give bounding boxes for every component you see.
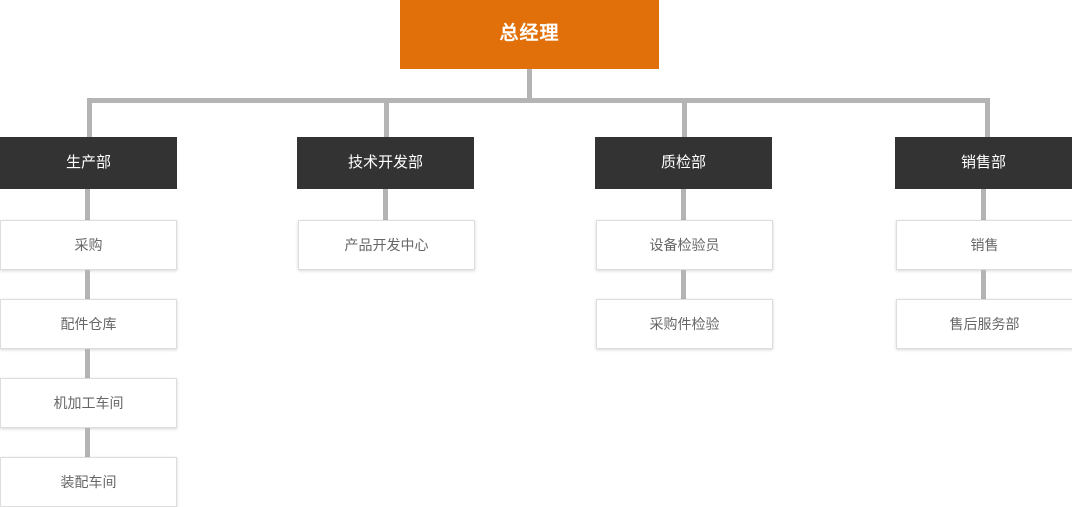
connector-col3-0 bbox=[681, 189, 686, 220]
connector-drop-dept-2 bbox=[384, 98, 389, 138]
org-node-department-1[interactable]: 生产部 bbox=[0, 137, 177, 189]
connector-col1-2 bbox=[85, 349, 90, 378]
connector-horizontal-bus bbox=[87, 98, 990, 103]
org-node-col4-item-1-label: 销售 bbox=[970, 236, 999, 253]
org-node-col1-item-2-label: 配件仓库 bbox=[60, 315, 117, 332]
connector-root-stem bbox=[527, 69, 532, 102]
org-node-department-1-label: 生产部 bbox=[65, 154, 111, 171]
org-node-col3-item-1[interactable]: 设备检验员 bbox=[596, 220, 773, 270]
org-node-col1-item-3-label: 机加工车间 bbox=[53, 394, 124, 411]
connector-col1-0 bbox=[85, 189, 90, 220]
org-node-col1-item-4-label: 装配车间 bbox=[60, 473, 117, 490]
org-node-col3-item-2[interactable]: 采购件检验 bbox=[596, 299, 773, 349]
connector-drop-dept-4 bbox=[985, 98, 990, 138]
org-node-col3-item-1-label: 设备检验员 bbox=[649, 236, 720, 253]
connector-drop-dept-1 bbox=[87, 98, 92, 138]
org-node-department-2[interactable]: 技术开发部 bbox=[297, 137, 474, 189]
connector-drop-dept-3 bbox=[682, 98, 687, 138]
org-node-col1-item-1[interactable]: 采购 bbox=[0, 220, 177, 270]
connector-col1-3 bbox=[85, 428, 90, 457]
connector-col4-0 bbox=[981, 189, 986, 220]
org-node-col2-item-1[interactable]: 产品开发中心 bbox=[298, 220, 475, 270]
org-node-root-label: 总经理 bbox=[499, 23, 560, 45]
org-node-col1-item-1-label: 采购 bbox=[74, 236, 103, 253]
org-node-col4-item-1[interactable]: 销售 bbox=[896, 220, 1072, 270]
org-node-root[interactable]: 总经理 bbox=[400, 0, 659, 69]
connector-col1-1 bbox=[85, 270, 90, 299]
org-node-department-3-label: 质检部 bbox=[660, 154, 706, 171]
org-node-col3-item-2-label: 采购件检验 bbox=[649, 315, 720, 332]
org-node-department-3[interactable]: 质检部 bbox=[595, 137, 772, 189]
org-node-department-4-label: 销售部 bbox=[960, 154, 1006, 171]
org-node-col2-item-1-label: 产品开发中心 bbox=[344, 236, 429, 253]
connector-col3-1 bbox=[681, 270, 686, 299]
org-node-department-4[interactable]: 销售部 bbox=[895, 137, 1072, 189]
connector-col2-0 bbox=[383, 189, 388, 220]
org-node-department-2-label: 技术开发部 bbox=[347, 154, 423, 171]
connector-col4-1 bbox=[981, 270, 986, 299]
org-node-col1-item-2[interactable]: 配件仓库 bbox=[0, 299, 177, 349]
org-node-col1-item-3[interactable]: 机加工车间 bbox=[0, 378, 177, 428]
org-node-col4-item-2[interactable]: 售后服务部 bbox=[896, 299, 1072, 349]
org-node-col4-item-2-label: 售后服务部 bbox=[949, 315, 1020, 332]
org-node-col1-item-4[interactable]: 装配车间 bbox=[0, 457, 177, 507]
